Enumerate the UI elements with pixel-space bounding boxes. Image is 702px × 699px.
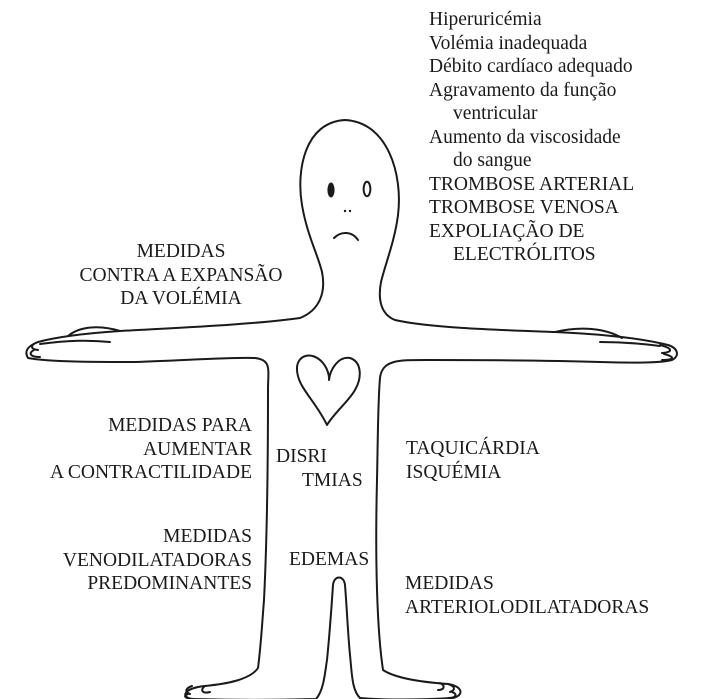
disrhythmias-line: TMIAS xyxy=(276,469,363,493)
effect-line: TROMBOSE ARTERIAL xyxy=(429,173,634,197)
contractility-label: MEDIDAS PARA AUMENTAR A CONTRACTILIDADE xyxy=(0,414,252,485)
left-arm-line: CONTRA A EXPANSÃO xyxy=(70,264,292,288)
arteriolodilators-line: MEDIDAS xyxy=(405,572,649,596)
nose-dot-right xyxy=(349,210,351,212)
effect-line: Agravamento da função xyxy=(429,79,634,103)
right-torso-line: TAQUICÁRDIA xyxy=(406,437,540,461)
contractility-line: A CONTRACTILIDADE xyxy=(0,461,252,485)
heart-shape xyxy=(297,356,360,425)
contractility-line: MEDIDAS PARA xyxy=(0,414,252,438)
venodilators-line: PREDOMINANTES xyxy=(0,572,252,596)
nose-dot-left xyxy=(344,210,346,212)
right-torso-label: TAQUICÁRDIA ISQUÉMIA xyxy=(406,437,540,484)
head-effects-list: Hiperuricémia Volémia inadequada Débito … xyxy=(429,8,634,267)
right-eye xyxy=(364,182,371,196)
effect-line: ventricular xyxy=(429,102,634,126)
disrhythmias-label: DISRI TMIAS xyxy=(276,445,363,492)
right-hand-fingers xyxy=(600,342,672,360)
right-torso-line: ISQUÉMIA xyxy=(406,461,540,485)
arteriolodilators-line: ARTERIOLODILATADORAS xyxy=(405,596,649,620)
effect-line: ELECTRÓLITOS xyxy=(429,243,634,267)
disrhythmias-line: DISRI xyxy=(276,445,363,469)
left-arm-label: MEDIDAS CONTRA A EXPANSÃO DA VOLÉMIA xyxy=(70,240,292,311)
effect-line: EXPOLIAÇÃO DE xyxy=(429,220,634,244)
left-arm-line: DA VOLÉMIA xyxy=(70,287,292,311)
left-arm-line: MEDIDAS xyxy=(70,240,292,264)
effect-line: Aumento da viscosidade xyxy=(429,126,634,150)
contractility-line: AUMENTAR xyxy=(0,438,252,462)
left-hand-fingers xyxy=(31,341,110,357)
venodilators-line: MEDIDAS xyxy=(0,525,252,549)
effect-line: do sangue xyxy=(429,149,634,173)
venodilators-label: MEDIDAS VENODILATADORAS PREDOMINANTES xyxy=(0,525,252,596)
venodilators-line: VENODILATADORAS xyxy=(0,549,252,573)
right-foot-toes xyxy=(438,683,455,698)
effect-line: Débito cardíaco adequado xyxy=(429,55,634,79)
left-eye xyxy=(327,183,334,198)
mouth-frown xyxy=(334,233,358,240)
effect-line: TROMBOSE VENOSA xyxy=(429,196,634,220)
effect-line: Volémia inadequada xyxy=(429,32,634,56)
edema-label: EDEMAS xyxy=(289,548,369,572)
effect-line: Hiperuricémia xyxy=(429,8,634,32)
arteriolodilators-label: MEDIDAS ARTERIOLODILATADORAS xyxy=(405,572,649,619)
